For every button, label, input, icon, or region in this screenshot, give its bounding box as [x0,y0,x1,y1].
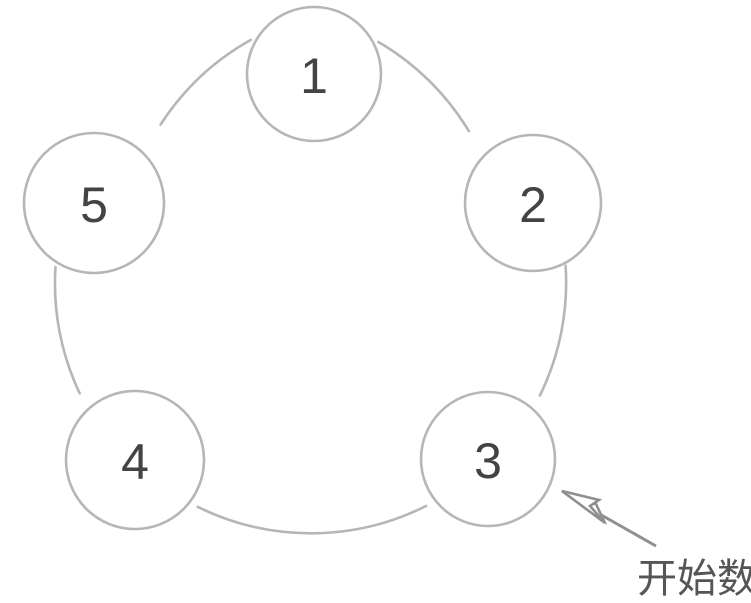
start-count-annotation-label: 开始数 [637,556,751,602]
node-4-circle[interactable] [64,389,206,531]
node-2[interactable]: 2 [463,133,603,273]
node-2-label: 2 [519,177,547,233]
node-5-label: 5 [80,177,108,233]
start-annotation-arrow [561,489,657,548]
arrow-shaft [595,510,657,548]
node-4-label: 4 [121,434,149,490]
node-2-circle[interactable] [463,133,603,273]
node-4[interactable]: 4 [64,389,206,531]
arrow-head-outline-icon [561,489,606,525]
ring-arcs [53,38,568,535]
arc-5-to-1 [159,38,253,126]
node-3[interactable]: 3 [419,390,557,528]
arc-3-to-4 [196,504,428,535]
arc-1-to-2 [377,40,471,133]
node-1[interactable]: 1 [245,5,383,143]
node-5-circle[interactable] [22,131,166,275]
node-5[interactable]: 5 [22,131,166,275]
node-3-label: 3 [474,433,502,489]
node-1-label: 1 [300,48,328,104]
node-3-circle[interactable] [419,390,557,528]
node-1-circle[interactable] [245,5,383,143]
arc-4-to-5 [53,265,81,395]
arc-2-to-3 [538,264,568,397]
